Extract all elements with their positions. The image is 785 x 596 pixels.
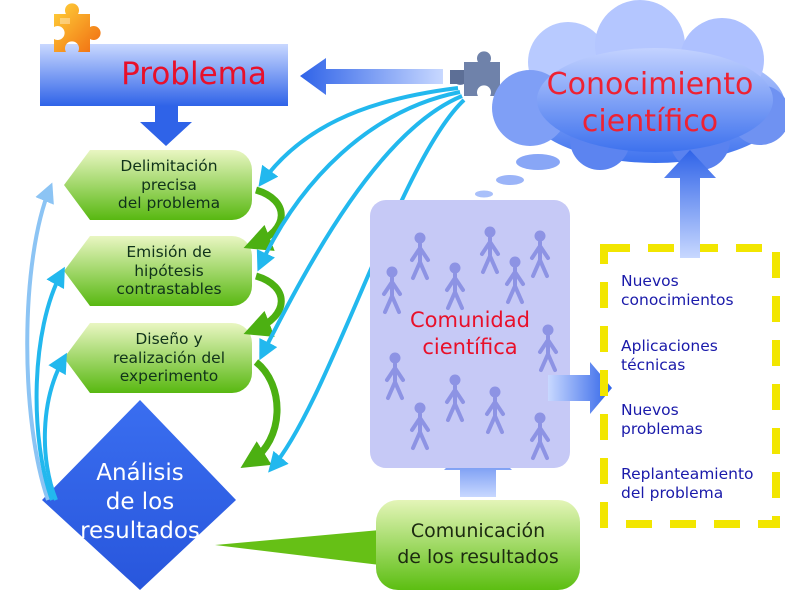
- outcome-replanteamiento: Replanteamiento del problema: [621, 465, 754, 503]
- feedback-curves: [256, 86, 466, 473]
- arrow-to-conocimiento: [664, 150, 716, 258]
- green-arrow-3: [240, 359, 281, 468]
- person-icon: [538, 324, 558, 372]
- problema-label: Problema: [121, 56, 267, 93]
- outcome-nuevos-conocimientos: Nuevos conocimientos: [621, 272, 734, 310]
- person-icon: [410, 232, 430, 280]
- puzzle-piece-orange-icon: [54, 3, 101, 52]
- person-icon: [382, 266, 402, 314]
- person-icon: [485, 386, 505, 434]
- comunicacion-pointer: [215, 530, 380, 565]
- step-hipotesis-label: Emisión de hipótesis contrastables: [116, 242, 222, 299]
- green-arrow-1: [243, 186, 285, 251]
- left-feedback-curves: [25, 182, 67, 501]
- people-icons: [382, 226, 558, 460]
- step-diseno-shape: [64, 323, 252, 393]
- puzzle-piece-blue-icon: [450, 51, 500, 96]
- person-icon: [505, 256, 525, 304]
- outcome-aplicaciones-tecnicas: Aplicaciones técnicas: [621, 337, 718, 375]
- person-icon: [445, 374, 465, 422]
- person-icon: [410, 402, 430, 450]
- person-icon: [480, 226, 500, 274]
- person-icon: [530, 412, 550, 460]
- analisis-diamond: [42, 400, 236, 590]
- cloud-shape: [475, 0, 785, 198]
- comunicacion-box: [376, 500, 580, 590]
- outcome-nuevos-problemas: Nuevos problemas: [621, 401, 703, 439]
- arrow-problema-down: [140, 106, 192, 146]
- arrow-to-problema: [300, 58, 443, 95]
- comunicacion-label: Comunicación de los resultados: [397, 520, 559, 568]
- step-hipotesis-shape: [64, 236, 252, 306]
- person-icon: [445, 262, 465, 310]
- green-arrow-2: [243, 272, 285, 337]
- step-diseno-label: Diseño y realización del experimento: [112, 329, 226, 386]
- comunidad-box: [370, 200, 570, 468]
- person-icon: [530, 230, 550, 278]
- conocimiento-label: Conocimiento científico: [546, 66, 754, 140]
- step-delimitacion-label: Delimitación precisa del problema: [117, 156, 221, 213]
- comunidad-label: Comunidad científica: [410, 307, 530, 359]
- outcomes-dashed-box: [600, 244, 780, 528]
- step-delimitacion-shape: [64, 150, 252, 220]
- problema-box: [40, 44, 288, 106]
- person-icon: [385, 352, 405, 400]
- arrow-to-outcomes: [548, 362, 612, 414]
- analisis-label: Análisis de los resultados: [80, 460, 200, 544]
